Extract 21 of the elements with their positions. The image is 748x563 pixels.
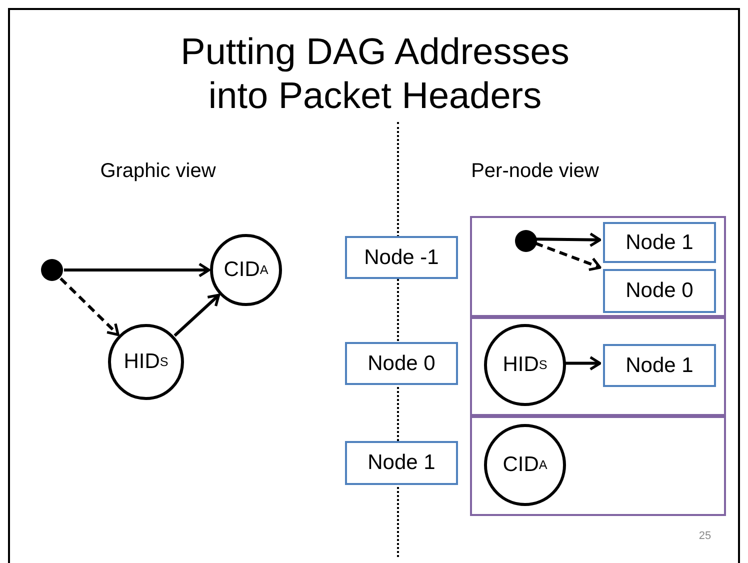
node-box: Node -1 xyxy=(345,236,458,279)
arrow xyxy=(534,242,602,272)
arrow xyxy=(174,294,220,337)
node-box: Node 0 xyxy=(345,342,458,385)
row-panel xyxy=(470,216,726,317)
panel-heading: Graphic view xyxy=(99,160,217,183)
arrow xyxy=(64,262,210,278)
arrow xyxy=(60,277,120,336)
node-box: Node 1 xyxy=(603,222,716,263)
panel-heading: Per-node view xyxy=(470,160,600,183)
node-box: Node 0 xyxy=(603,269,716,313)
row-panel xyxy=(470,416,726,516)
arrow xyxy=(536,232,602,248)
row-panel xyxy=(470,317,726,416)
arrow xyxy=(565,356,602,371)
node-box: Node 1 xyxy=(345,441,458,485)
slide-title: Putting DAG Addresses into Packet Headers xyxy=(180,30,570,118)
node-box: Node 1 xyxy=(603,344,716,387)
start-dot xyxy=(515,230,537,252)
page-number: 25 xyxy=(698,530,712,542)
start-dot xyxy=(41,259,63,281)
